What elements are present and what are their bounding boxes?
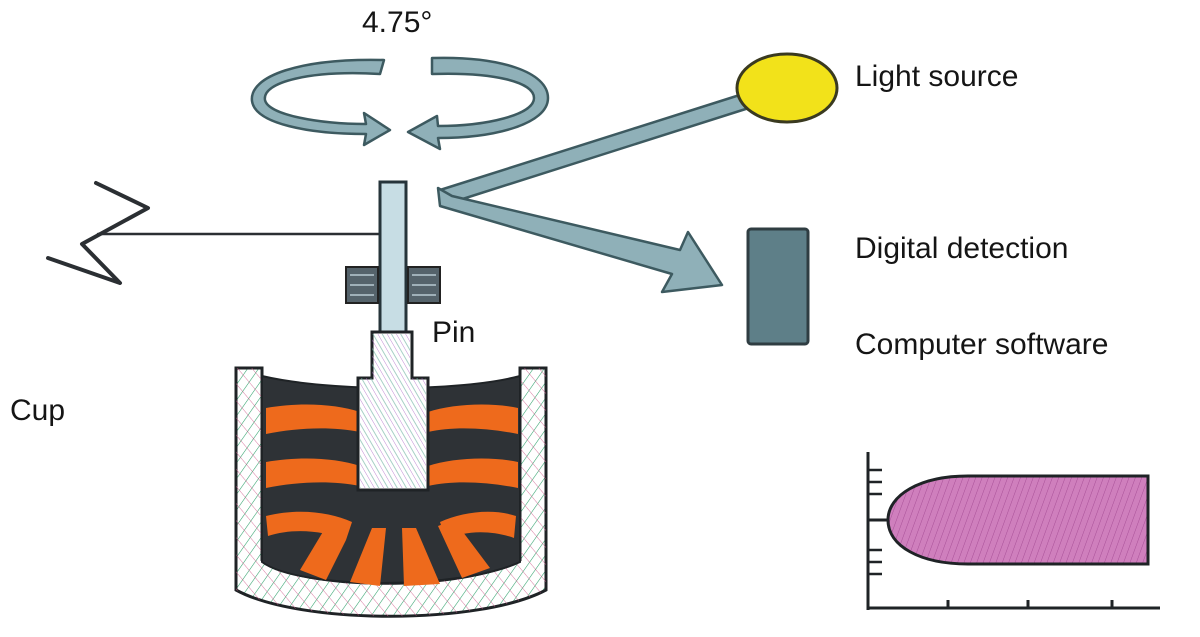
rotation-arrow-left — [252, 60, 390, 145]
zigzag-spring-icon — [48, 183, 380, 283]
light-bulb — [737, 54, 837, 122]
rotation-arrow-right — [408, 58, 548, 149]
cup-label: Cup — [10, 396, 65, 426]
result-graph-icon — [868, 452, 1160, 610]
rotation-arrows-icon — [252, 58, 548, 149]
incident-light-beam — [440, 93, 752, 203]
digital-detection-label: Digital detection — [855, 234, 1068, 264]
reflected-light-arrow — [438, 188, 722, 292]
computer-software-label: Computer software — [855, 330, 1108, 360]
light-source-label: Light source — [855, 62, 1018, 92]
graph-curve — [888, 476, 1148, 564]
shaft — [380, 182, 406, 332]
digital-detector-icon — [748, 229, 808, 344]
rotation-angle-label: 4.75° — [362, 8, 432, 38]
pin-label: Pin — [432, 318, 475, 348]
